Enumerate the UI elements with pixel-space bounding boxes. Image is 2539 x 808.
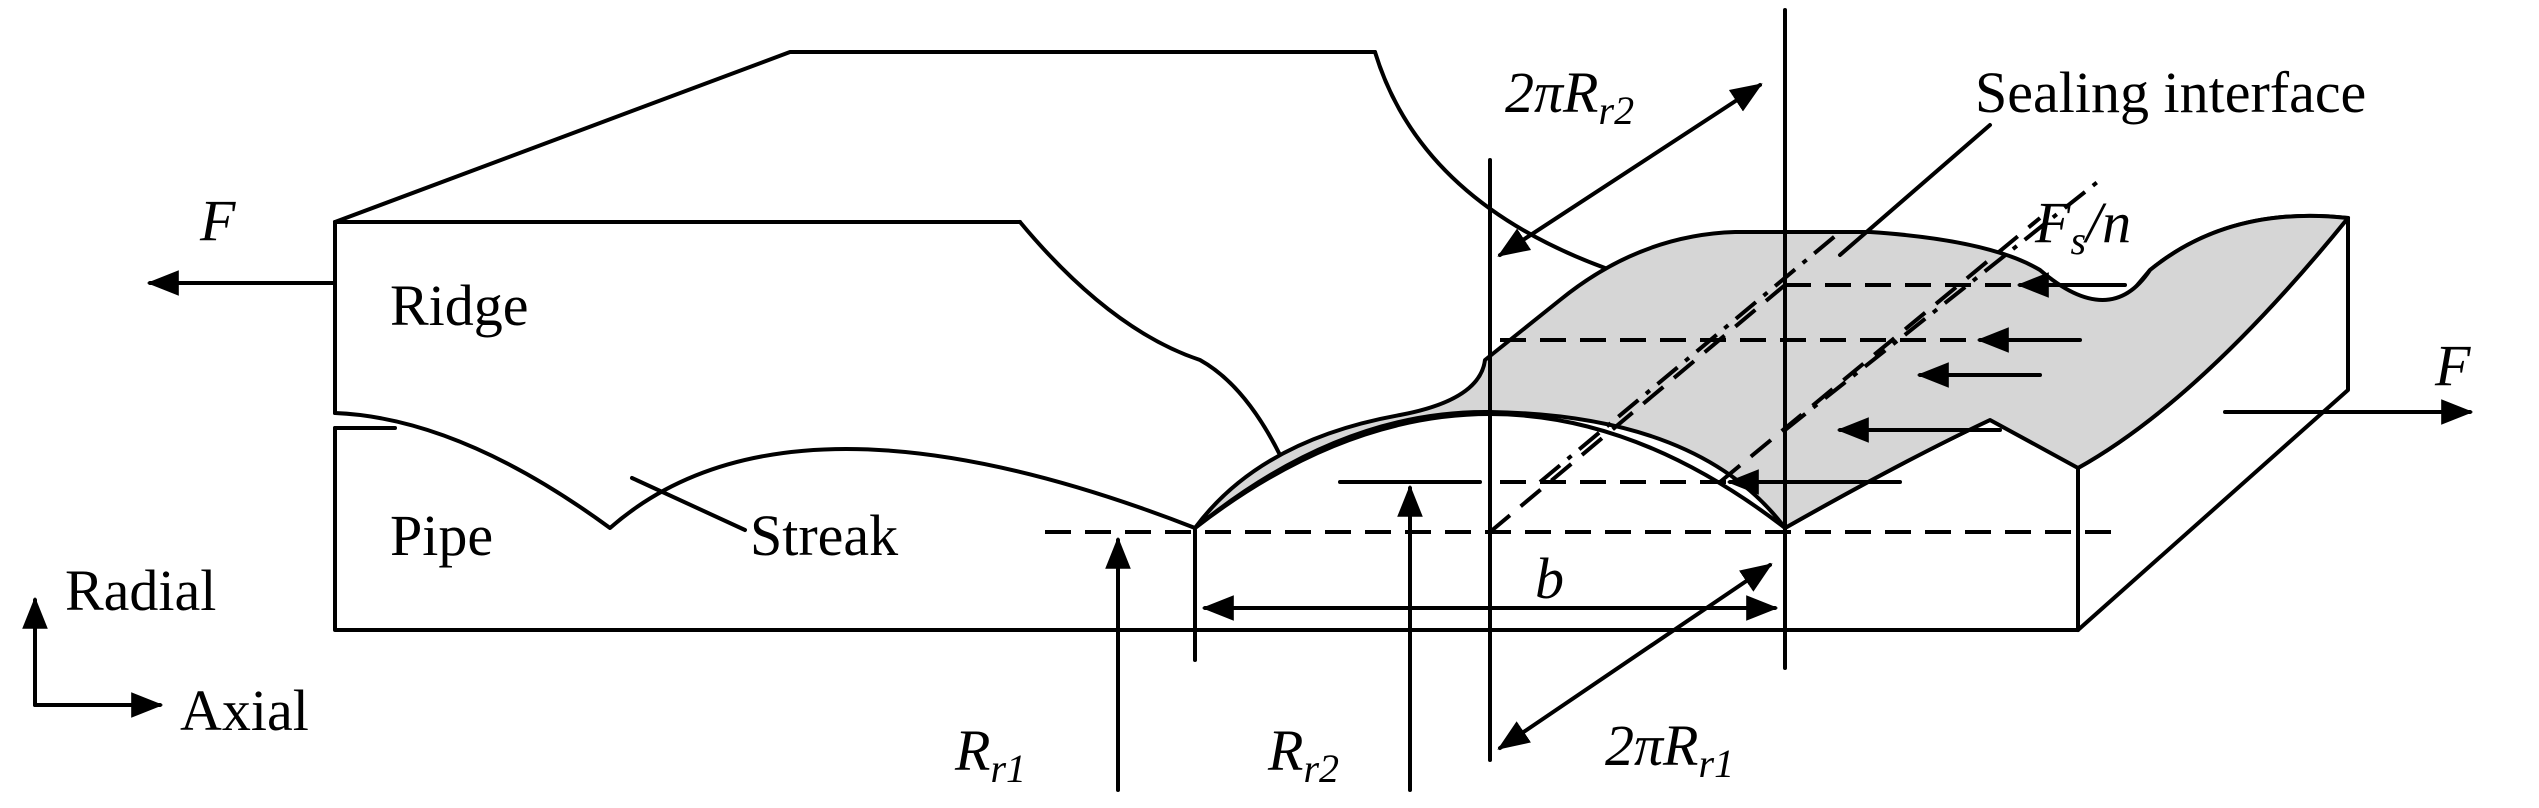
label-force-left: F xyxy=(199,188,236,253)
dashdot-diag-2 xyxy=(1538,230,1842,484)
leader-sealing-interface xyxy=(1838,123,1992,257)
ridge-top-face xyxy=(333,50,1377,224)
label-2pi-rr2: 2πRr2 xyxy=(1505,60,1634,133)
label-rr2: Rr2 xyxy=(1267,718,1339,791)
label-2pi-rr2-sub: r2 xyxy=(1599,88,1635,133)
leader-streak xyxy=(630,476,747,532)
label-b: b xyxy=(1535,546,1564,611)
label-fs-tail: /n xyxy=(2083,190,2131,255)
label-rr2-sub: r2 xyxy=(1303,746,1339,791)
dashdot-diag-4 xyxy=(1783,178,2102,432)
label-2pi-rr1-sub: r1 xyxy=(1699,741,1735,786)
label-ridge: Ridge xyxy=(390,273,529,338)
dim-2pi-rr2 xyxy=(1497,83,1763,257)
pressure-arrows xyxy=(1726,272,2127,495)
ridge-bottom-arc xyxy=(333,411,1197,530)
pipe-right-face xyxy=(2076,216,2350,632)
dash-diag-1 xyxy=(1488,283,1787,534)
label-fs-n: Fs/n xyxy=(2034,190,2131,263)
label-fs-sub: s xyxy=(2070,218,2086,263)
dash-diag-3 xyxy=(1718,216,2042,484)
sealing-interface-surface xyxy=(1193,213,2350,530)
label-axial: Axial xyxy=(180,678,309,743)
label-sealing-interface: Sealing interface xyxy=(1975,60,2366,125)
label-rr1-sub: r1 xyxy=(990,746,1026,791)
pipe-front-face xyxy=(333,426,2080,632)
label-streak: Streak xyxy=(750,503,898,568)
label-radial: Radial xyxy=(65,558,216,623)
label-fs-main: F xyxy=(2034,190,2071,255)
label-2pi-rr1-main: 2πR xyxy=(1605,713,1699,778)
label-force-right: F xyxy=(2434,333,2471,398)
label-pipe: Pipe xyxy=(390,503,493,568)
label-rr1-main: R xyxy=(954,718,990,783)
ridge-front-curve xyxy=(1018,220,1282,457)
label-rr2-main: R xyxy=(1267,718,1303,783)
label-2pi-rr2-main: 2πR xyxy=(1505,60,1599,125)
ridge-block xyxy=(333,50,1607,530)
label-2pi-rr1: 2πRr1 xyxy=(1605,713,1734,786)
label-rr1: Rr1 xyxy=(954,718,1026,791)
